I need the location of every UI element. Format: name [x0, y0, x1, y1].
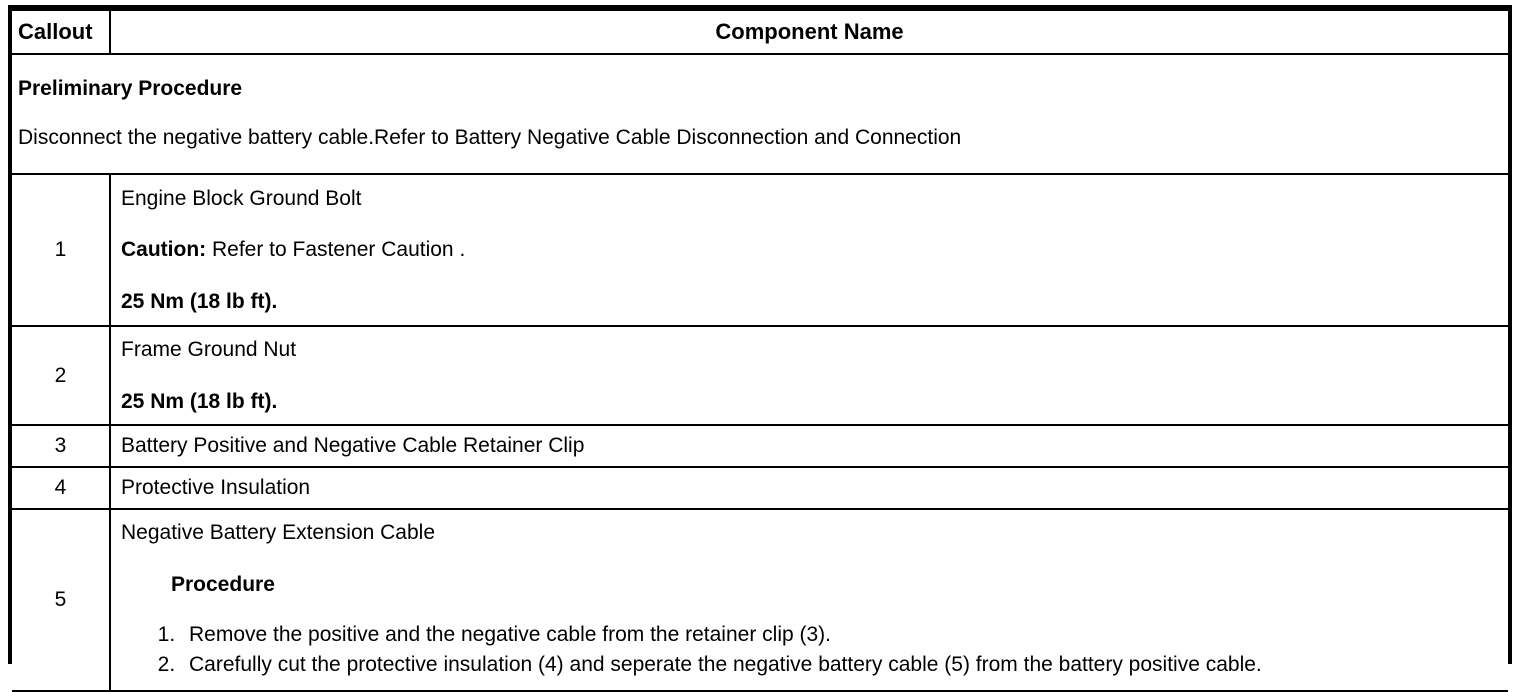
- callout-number: 4: [12, 466, 111, 510]
- torque-spec: 25 Nm (18 lb ft).: [121, 389, 278, 413]
- component-name-text: Engine Block Ground Bolt: [121, 187, 362, 211]
- column-header-callout: Callout: [12, 9, 111, 55]
- torque-spec: 25 Nm (18 lb ft).: [121, 289, 278, 313]
- component-description-cell: Battery Positive and Negative Cable Reta…: [109, 424, 1508, 468]
- preliminary-procedure-row: Preliminary Procedure Disconnect the neg…: [12, 53, 1508, 175]
- component-callout-table-container: Callout Component Name Preliminary Proce…: [8, 5, 1512, 692]
- component-name-text: Protective Insulation: [121, 476, 311, 500]
- table-row: 2 Frame Ground Nut 25 Nm (18 lb ft).: [12, 325, 1508, 426]
- component-name-text: Negative Battery Extension Cable: [121, 521, 436, 545]
- procedure-heading: Procedure: [171, 572, 275, 596]
- component-name-text: Frame Ground Nut: [121, 338, 297, 362]
- table-header-row: Callout Component Name: [12, 9, 1508, 55]
- table-row: 4 Protective Insulation: [12, 466, 1508, 510]
- callout-number: 3: [12, 424, 111, 468]
- callout-number: 2: [12, 325, 111, 426]
- procedure-step: Remove the positive and the negative cab…: [181, 620, 1502, 650]
- procedure-step-list: Remove the positive and the negative cab…: [121, 620, 1502, 681]
- component-callout-table: Callout Component Name Preliminary Proce…: [12, 9, 1508, 692]
- component-name-text: Battery Positive and Negative Cable Reta…: [121, 434, 585, 458]
- component-description-cell: Frame Ground Nut 25 Nm (18 lb ft).: [109, 325, 1508, 426]
- caution-note: Caution: Refer to Fastener Caution .: [121, 236, 1502, 263]
- callout-number: 1: [12, 173, 111, 327]
- component-description-cell: Protective Insulation: [109, 466, 1508, 510]
- caution-text: Refer to Fastener Caution .: [206, 238, 466, 262]
- table-row: 5 Negative Battery Extension Cable Proce…: [12, 508, 1508, 692]
- caution-label: Caution:: [121, 238, 207, 262]
- table-row: 3 Battery Positive and Negative Cable Re…: [12, 424, 1508, 468]
- preliminary-procedure-cell: Preliminary Procedure Disconnect the neg…: [12, 53, 1508, 175]
- component-description-cell: Negative Battery Extension Cable Procedu…: [109, 508, 1508, 692]
- callout-number: 5: [12, 508, 111, 692]
- preliminary-procedure-text: Disconnect the negative battery cable.Re…: [18, 125, 962, 149]
- preliminary-procedure-title: Preliminary Procedure: [18, 77, 243, 101]
- component-description-cell: Engine Block Ground Bolt Caution: Refer …: [109, 173, 1508, 327]
- column-header-component-name: Component Name: [109, 9, 1508, 55]
- procedure-step: Carefully cut the protective insulation …: [181, 650, 1502, 680]
- table-row: 1 Engine Block Ground Bolt Caution: Refe…: [12, 173, 1508, 327]
